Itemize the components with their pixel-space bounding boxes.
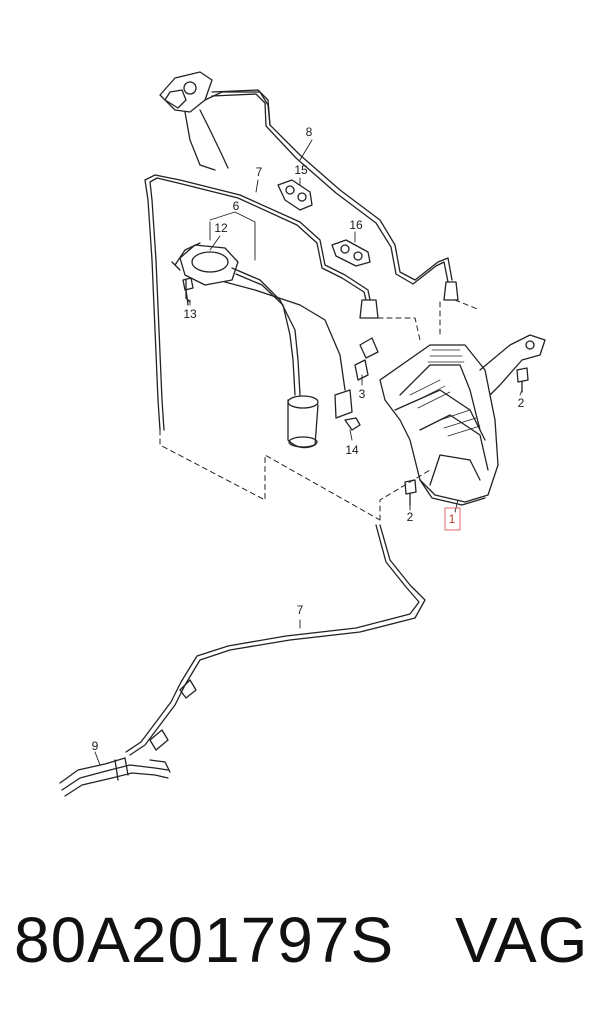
callout-16: 16 [349, 218, 363, 232]
bolt-13 [182, 277, 194, 306]
callout-8: 8 [306, 125, 313, 139]
part-number: 80A201797S [14, 904, 395, 976]
clip-15 [277, 179, 313, 211]
callout-7-upper: 7 [256, 165, 263, 179]
callout-2-bottom: 2 [407, 510, 414, 524]
callout-1: 1 [449, 512, 456, 526]
callout-13: 13 [183, 307, 197, 321]
callout-7-lower: 7 [297, 603, 304, 617]
bracket-9 [59, 757, 171, 797]
clip-16 [331, 239, 371, 267]
hose-7-upper [144, 174, 371, 431]
footer: 80A201797S VAG [0, 885, 600, 995]
top-valve-assembly [159, 71, 271, 171]
bolt-2-bottom [404, 479, 417, 506]
small-canister [287, 395, 319, 449]
callout-2-right: 2 [518, 396, 525, 410]
bolt-3 [354, 359, 369, 381]
parts-diagram: 1 2 2 3 6 7 7 8 9 12 13 14 15 16 [59, 71, 546, 797]
callout-9: 9 [92, 739, 99, 753]
callout-6: 6 [233, 199, 240, 213]
callout-1-highlight [444, 507, 461, 531]
hose-7-lower [129, 524, 426, 756]
hose-8 [211, 89, 453, 281]
callout-14: 14 [345, 443, 359, 457]
bolt-2-right [516, 367, 529, 393]
callout-12: 12 [214, 221, 228, 235]
carbon-canister-1 [379, 334, 546, 506]
callout-3: 3 [359, 387, 366, 401]
valve-12-assembly [171, 242, 346, 396]
callout-15: 15 [294, 163, 308, 177]
brand-label: VAG [455, 904, 589, 976]
